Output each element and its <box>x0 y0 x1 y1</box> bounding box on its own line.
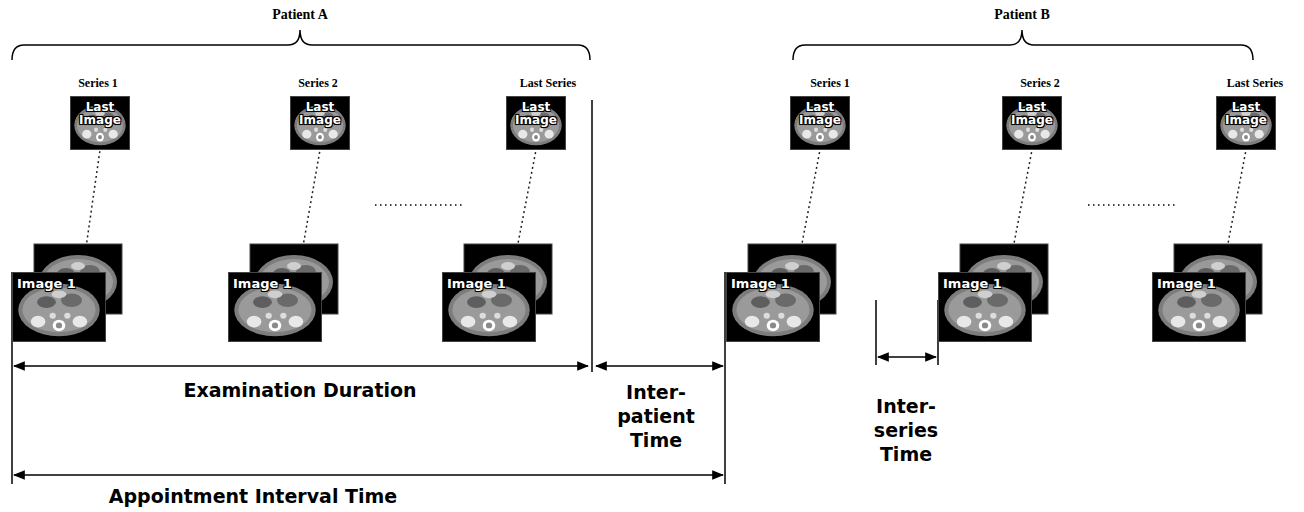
image-label: Image 1 <box>1153 273 1245 291</box>
series-label: Series 2 <box>268 76 368 91</box>
ct-image-tile: Last Image <box>506 96 566 150</box>
patient-label: Patient A <box>230 6 370 24</box>
ct-image-tile: Last Image <box>1216 96 1276 150</box>
image-label: Last Image <box>1222 101 1270 127</box>
ellipsis-dots <box>375 204 1178 206</box>
ct-image-tile: Last Image <box>70 96 130 150</box>
dimension-label: Examination Duration <box>140 378 460 402</box>
ct-image-tile: Image 1 <box>12 272 106 342</box>
image-label: Image 1 <box>443 273 535 291</box>
boundary-line <box>12 100 938 484</box>
ct-image-tile: Image 1 <box>1152 272 1246 342</box>
brace <box>12 30 1253 60</box>
image-label: Image 1 <box>727 273 819 291</box>
image-label: Image 1 <box>229 273 321 291</box>
series-label: Series 1 <box>48 76 148 91</box>
image-label: Image 1 <box>13 273 105 291</box>
dimension-arrow <box>14 357 936 475</box>
image-label: Last Image <box>76 101 124 127</box>
image-label: Last Image <box>512 101 560 127</box>
ct-image-tile: Last Image <box>1002 96 1062 150</box>
image-label: Last Image <box>296 101 344 127</box>
middle-ct-image <box>34 244 1262 314</box>
ct-image-tile: Image 1 <box>442 272 536 342</box>
image-label: Image 1 <box>939 273 1031 291</box>
image-label: Last Image <box>1008 101 1056 127</box>
series-label: Series 2 <box>990 76 1090 91</box>
ct-image-tile: Last Image <box>790 96 850 150</box>
image-label: Last Image <box>796 101 844 127</box>
series-label: Last Series <box>1213 76 1297 91</box>
ct-image-tile: Image 1 <box>726 272 820 342</box>
series-label: Last Series <box>506 76 590 91</box>
patient-label: Patient B <box>952 6 1092 24</box>
ct-image-tile: Last Image <box>290 96 350 150</box>
dimension-label: Inter- patient Time <box>606 380 706 452</box>
dimension-label: Appointment Interval Time <box>63 484 443 508</box>
ct-image-tile: Image 1 <box>938 272 1032 342</box>
ct-image-tile: Image 1 <box>228 272 322 342</box>
series-label: Series 1 <box>780 76 880 91</box>
dimension-label: Inter- series Time <box>861 394 951 466</box>
